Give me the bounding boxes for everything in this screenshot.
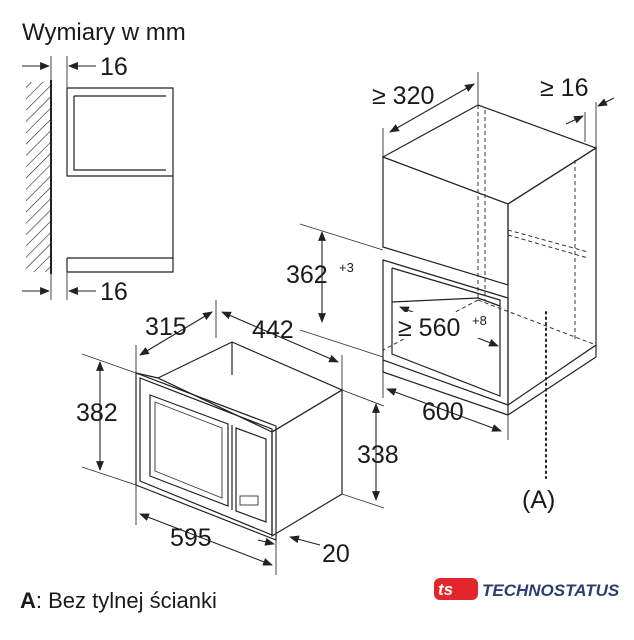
wall-hatch <box>26 82 50 272</box>
footnote: A: Bez tylnej ścianki <box>20 588 217 613</box>
footnote-text: : Bez tylnej ścianki <box>36 588 217 613</box>
niche-topgap-label: ≥ 16 <box>540 74 588 102</box>
microwave-side-face <box>271 388 343 538</box>
side-view: 16 16 <box>22 53 174 306</box>
cabinet-base-shelf <box>66 257 173 272</box>
niche-right-face <box>507 146 597 407</box>
microwave-depth-arrow <box>139 311 213 356</box>
niche-height-tolerance: +3 <box>339 260 354 275</box>
side-bottom-gap-label: 16 <box>100 278 128 306</box>
logo-text: TECHNOSTATUS <box>482 581 620 600</box>
svg-text:A: Bez tylnej ścianki: A: Bez tylnej ścianki <box>20 588 217 613</box>
niche-top-face <box>381 104 598 205</box>
niche-topgap-arrow-out <box>597 97 615 107</box>
microwave-offset-arrow-in <box>257 537 275 546</box>
microwave-offset-arrow-out <box>289 535 321 546</box>
microwave-body-height-label: 338 <box>357 441 399 469</box>
logo-mark-icon <box>434 578 478 600</box>
microwave-offset-label: 20 <box>322 540 350 568</box>
cabinet-outline <box>67 87 174 273</box>
niche-width-tolerance: +8 <box>472 313 487 328</box>
microwave-inner-depth-label: 442 <box>252 316 294 344</box>
diagram-title: Wymiary w mm <box>22 19 186 46</box>
microwave-inner-depth-arrow <box>221 311 339 363</box>
microwave-control-panel <box>235 427 267 523</box>
microwave-height-label: 382 <box>76 399 118 427</box>
niche-cabinet: (A) ≥ 320 ≥ 16 362 +3 ≥ 560 +8 600 <box>286 72 615 514</box>
niche-height-label: 362 <box>286 261 328 289</box>
microwave-depth-label: 315 <box>145 313 187 341</box>
side-top-gap-label: 16 <box>100 53 128 81</box>
cabinet-upper-inner <box>73 95 166 171</box>
microwave-width-label: 595 <box>170 524 212 552</box>
microwave-width-arrow <box>139 513 273 566</box>
cabinet-upper-shelf <box>66 88 173 177</box>
niche-width-label: ≥ 560 <box>398 314 460 342</box>
niche-front-depth-label: 600 <box>422 398 464 426</box>
niche-depth-label: ≥ 320 <box>372 82 434 110</box>
footnote-key: A <box>20 588 36 613</box>
microwave-door-window <box>149 394 229 507</box>
microwave-appliance: 315 442 382 338 595 20 <box>76 300 399 575</box>
technostatus-logo: ts TECHNOSTATUS <box>434 578 620 600</box>
microwave-top-face <box>156 341 344 433</box>
niche-topgap-arrow-in <box>565 115 584 125</box>
niche-front-depth-arrow <box>386 388 502 432</box>
no-backwall-marker: (A) <box>522 486 555 514</box>
niche-depth-arrow <box>389 83 475 133</box>
logo-mark-text: ts <box>438 580 453 599</box>
microwave-display <box>239 495 259 506</box>
